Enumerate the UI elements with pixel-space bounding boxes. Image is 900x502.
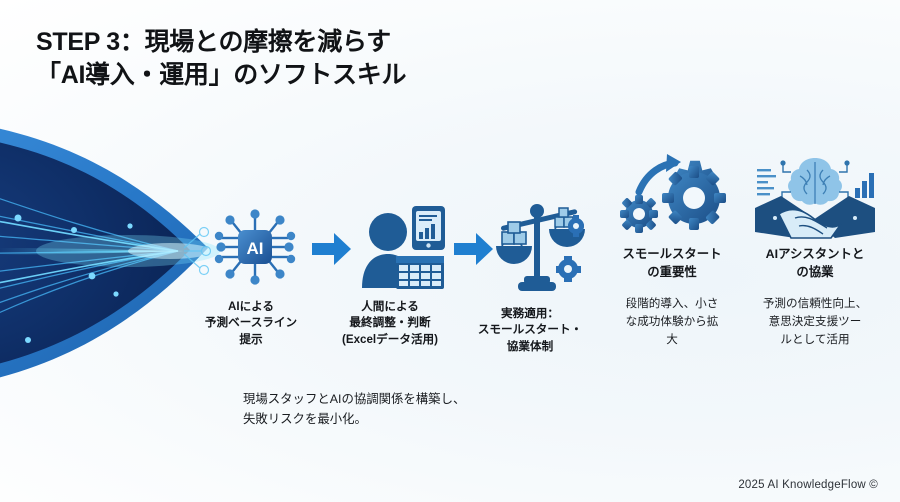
highlight-card-ai-assistant: AIアシスタントと の協業 予測の信頼性向上、 意思決定支援ツー ルとして活用 [740, 152, 890, 349]
flow-icon-person-tablet [352, 196, 448, 290]
handshake-brain-icon [740, 152, 890, 240]
page-title: STEP 3：現場との摩擦を減らす 「AI導入・運用」のソフトスキル [36, 26, 407, 91]
title-line-2: 「AI導入・運用」のソフトスキル [36, 60, 407, 89]
flow-arrow-1 [312, 232, 352, 271]
highlight-card-small-start: スモールスタート の重要性 段階的導入、小さ な成功体験から拡 大 [597, 152, 747, 349]
footer-copyright: 2025 AI KnowledgeFlow © [738, 479, 878, 491]
svg-text:AI: AI [247, 239, 264, 258]
title-line-1: STEP 3：現場との摩擦を減らす [36, 28, 391, 56]
ai-teardrop-graphic: AI [0, 108, 238, 400]
flow-icon-ai-chip: AI [212, 204, 298, 290]
highlight-title-ai-assistant: AIアシスタントと の協業 [765, 247, 865, 279]
highlight-body-small-start: 段階的導入、小さ な成功体験から拡 大 [625, 296, 719, 346]
flow-icon-balance-scale [492, 196, 588, 296]
flow-label-human-review: 人間による 最終調整・判断 (Excelデータ活用) [342, 300, 438, 346]
flow-label-apply: 実務適用： スモールスタート・ 協業体制 [477, 307, 583, 353]
flow-label-ai-baseline: AIによる 予測ベースライン 提示 [204, 300, 298, 346]
gears-growth-icon [597, 152, 747, 240]
flow-summary-caption: 現場スタッフとAIの協調関係を構築し、 失敗リスクを最小化。 [243, 392, 466, 427]
highlight-body-ai-assistant: 予測の信頼性向上、 意思決定支援ツー ルとして活用 [762, 296, 868, 346]
flow-arrow-2 [454, 232, 494, 271]
highlight-title-small-start: スモールスタート の重要性 [622, 247, 722, 279]
